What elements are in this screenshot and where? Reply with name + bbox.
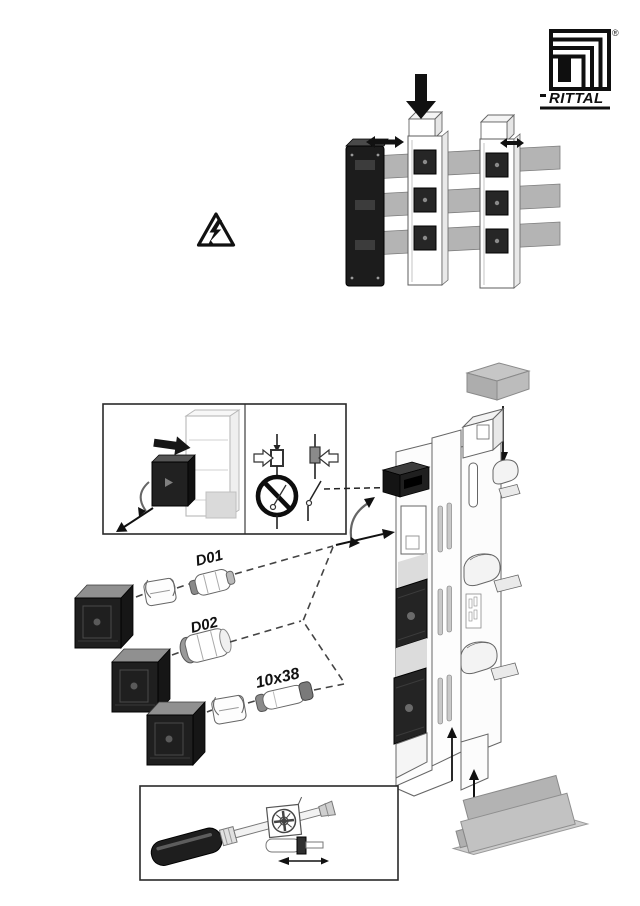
terminal-cover <box>465 362 531 401</box>
fuse-options-figure: D01 D02 10x38 <box>74 529 395 767</box>
exploded-dashed-lines <box>135 545 346 713</box>
bit-length-figure <box>265 836 329 865</box>
fuse-d02 <box>179 628 232 664</box>
install-from-below-arrow-icon <box>447 727 457 781</box>
fuse-insertion-rules-figure <box>253 434 398 529</box>
busbar-claw <box>492 459 521 499</box>
rittal-logo-squares <box>549 29 611 91</box>
fuse-module <box>393 667 427 745</box>
brand-underline <box>540 106 610 110</box>
busbar-mounting-figure <box>345 74 561 289</box>
busbar-claw <box>460 641 520 681</box>
mounted-adapter <box>345 138 389 287</box>
fuse-carrier-detail <box>151 454 196 507</box>
fuse-label-d01: D01 <box>194 547 225 570</box>
adapter-unit <box>407 110 449 286</box>
device-body <box>381 407 523 791</box>
fuse-switch-disconnector-figure <box>349 362 531 801</box>
rittal-logo-block <box>558 57 571 82</box>
fuse-10x38 <box>255 681 314 713</box>
fuse-carrier <box>74 583 134 650</box>
support-bracket <box>451 774 590 855</box>
fuse-carrier <box>111 647 171 714</box>
vent-slots <box>437 502 452 725</box>
tool-box <box>139 785 399 881</box>
brand-dash <box>540 94 546 97</box>
press-down-arrow-icon <box>406 74 436 119</box>
fuse-d01 <box>188 568 236 596</box>
fuse-adapter <box>143 577 177 607</box>
electrical-hazard-icon <box>196 212 236 247</box>
slide-arrow-icon <box>366 136 404 148</box>
rittal-logo: ® RITTAL <box>540 28 619 110</box>
brand-wordmark: RITTAL <box>549 90 604 107</box>
fuse-adapter <box>211 694 247 725</box>
swivel-arrow-head <box>138 507 146 517</box>
extract-arrow-head <box>116 522 128 532</box>
fuse-carrier <box>146 700 206 767</box>
open-switch-icon <box>305 434 339 521</box>
fuse-carrier-removal-figure <box>116 409 241 532</box>
detail-inset-box <box>102 403 398 535</box>
switch-handle <box>381 461 431 498</box>
busbar-claw <box>463 553 523 593</box>
insert-arrow-icon <box>153 436 191 456</box>
extract-arrow-shaft <box>123 507 154 528</box>
converge-arrow-icon <box>335 529 395 546</box>
bit-dimension-arrow-icon <box>278 857 329 865</box>
slide-arrow-icon <box>500 138 524 148</box>
swivel-double-arrow-icon <box>349 497 375 548</box>
swivel-arrow-icon <box>139 481 150 512</box>
tool-callout-line <box>397 780 453 797</box>
fuse-label-d02: D02 <box>189 614 220 637</box>
no-load-prohibition-icon <box>253 434 299 529</box>
fuse-module <box>395 578 428 649</box>
pozidriv-icon <box>265 796 303 839</box>
adapter-unit <box>479 113 521 289</box>
registered-mark: ® <box>612 28 619 38</box>
